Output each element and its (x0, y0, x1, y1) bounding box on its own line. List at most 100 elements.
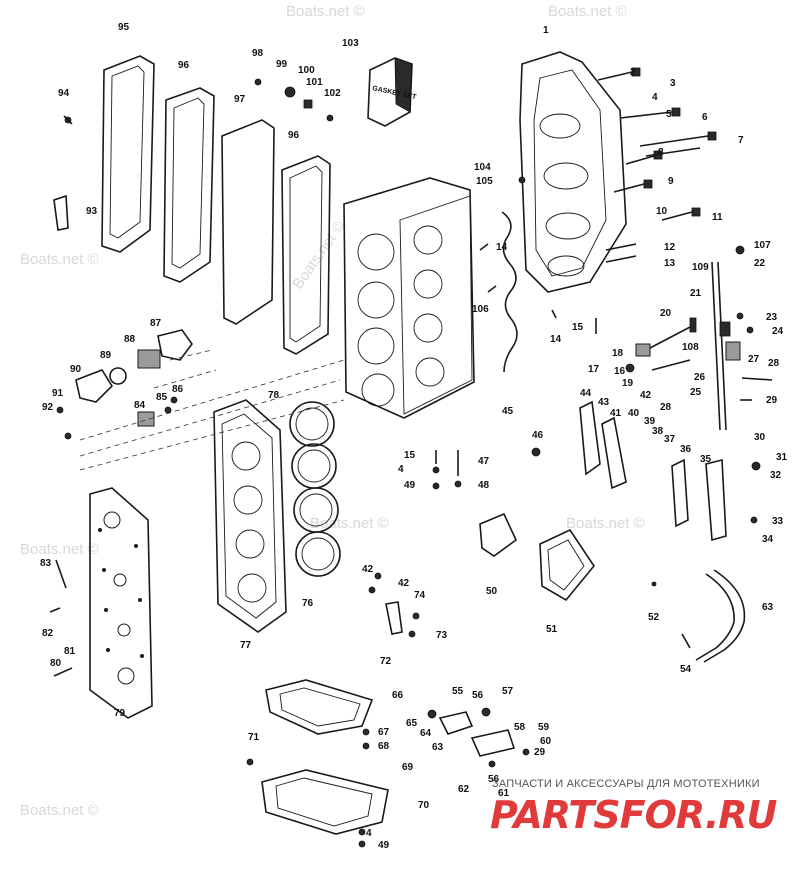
label-96: 96 (178, 60, 190, 71)
label-49: 49 (404, 480, 416, 491)
watermark: Boats.net © (20, 251, 99, 268)
label-24: 24 (772, 326, 784, 337)
label-99: 99 (276, 59, 288, 70)
label-59: 59 (538, 722, 550, 733)
label-21: 21 (690, 288, 702, 299)
label-103: 103 (342, 38, 359, 49)
label-56: 56 (472, 690, 484, 701)
label-66: 66 (392, 690, 404, 701)
label-87: 87 (150, 318, 162, 329)
label-29: 29 (766, 395, 778, 406)
label-29b: 29 (534, 747, 546, 758)
watermark: Boats.net © (310, 515, 389, 532)
label-105: 105 (476, 176, 493, 187)
label-107: 107 (754, 240, 771, 251)
label-25: 25 (690, 387, 702, 398)
label-68: 68 (378, 741, 390, 752)
label-17: 17 (588, 364, 600, 375)
bracket (385, 601, 403, 635)
label-45: 45 (502, 406, 514, 417)
label-61: 61 (498, 788, 510, 799)
label-39: 39 (644, 416, 656, 427)
label-42c: 42 (398, 578, 410, 589)
label-10: 10 (656, 206, 668, 217)
label-64: 64 (420, 728, 432, 739)
label-28: 28 (768, 358, 780, 369)
label-73: 73 (436, 630, 448, 641)
label-109: 109 (692, 262, 709, 273)
label-78: 78 (268, 390, 280, 401)
label-62: 62 (458, 784, 470, 795)
choke-linkage (427, 707, 516, 757)
part-labels: 1 2 3 4 5 6 7 8 9 10 11 12 13 14 14 15 1… (40, 22, 788, 851)
label-11: 11 (712, 212, 723, 223)
watermark: Boats.net © (289, 218, 348, 292)
brand-caption: ЗАПЧАСТИ И АКСЕССУАРЫ ДЛЯ МОТОТЕХНИКИ (492, 778, 760, 790)
label-89: 89 (100, 350, 112, 361)
cylinder-head-cover (89, 487, 153, 719)
label-51: 51 (546, 624, 558, 635)
label-34: 34 (762, 534, 774, 545)
label-20: 20 (660, 308, 672, 319)
bypass-cover (479, 512, 595, 602)
label-1: 1 (543, 25, 549, 36)
label-93: 93 (86, 206, 98, 217)
label-90: 90 (70, 364, 82, 375)
label-30: 30 (754, 432, 766, 443)
label-13: 13 (664, 258, 676, 269)
label-7: 7 (738, 135, 744, 146)
label-26: 26 (694, 372, 706, 383)
watermark: Boats.net © (20, 802, 99, 819)
label-42b: 42 (362, 564, 374, 575)
label-63b: 63 (762, 602, 774, 613)
small-gasket (53, 194, 69, 231)
label-28b: 28 (660, 402, 672, 413)
hose (695, 573, 735, 661)
label-72: 72 (380, 656, 392, 667)
label-94: 94 (58, 88, 70, 99)
label-97: 97 (234, 94, 246, 105)
label-56b: 56 (488, 774, 500, 785)
label-4c: 4 (366, 828, 372, 839)
label-77: 77 (240, 640, 252, 651)
label-96b: 96 (288, 130, 300, 141)
label-12: 12 (664, 242, 676, 253)
label-106: 106 (472, 304, 489, 315)
label-14: 14 (496, 242, 508, 253)
label-54: 54 (680, 664, 692, 675)
label-9: 9 (668, 176, 674, 187)
label-19: 19 (622, 378, 634, 389)
label-42: 42 (640, 390, 652, 401)
thermostat-assembly (75, 329, 193, 427)
label-4b: 4 (398, 464, 404, 475)
label-65: 65 (406, 718, 418, 729)
label-84: 84 (134, 400, 146, 411)
label-40: 40 (628, 408, 640, 419)
label-63: 63 (432, 742, 444, 753)
label-108: 108 (682, 342, 699, 353)
label-83: 83 (40, 558, 52, 569)
label-27: 27 (748, 354, 760, 365)
label-57: 57 (502, 686, 514, 697)
label-102: 102 (324, 88, 341, 99)
label-22: 22 (754, 258, 766, 269)
label-55: 55 (452, 686, 464, 697)
assembly-lines (79, 349, 345, 471)
label-70: 70 (418, 800, 430, 811)
label-23: 23 (766, 312, 778, 323)
label-81: 81 (64, 646, 76, 657)
label-18: 18 (612, 348, 624, 359)
label-8: 8 (658, 147, 664, 158)
label-86: 86 (172, 384, 184, 395)
label-36: 36 (680, 444, 692, 455)
label-50: 50 (486, 586, 498, 597)
label-31: 31 (776, 452, 788, 463)
label-67: 67 (378, 727, 390, 738)
brand-logo[interactable]: PARTSFOR.RU (490, 793, 777, 837)
label-15: 15 (572, 322, 584, 333)
gasket-set-box: GASKET SET (367, 57, 417, 127)
label-92: 92 (42, 402, 54, 413)
label-16: 16 (614, 366, 626, 377)
label-2: 2 (630, 67, 636, 78)
label-35: 35 (700, 454, 712, 465)
